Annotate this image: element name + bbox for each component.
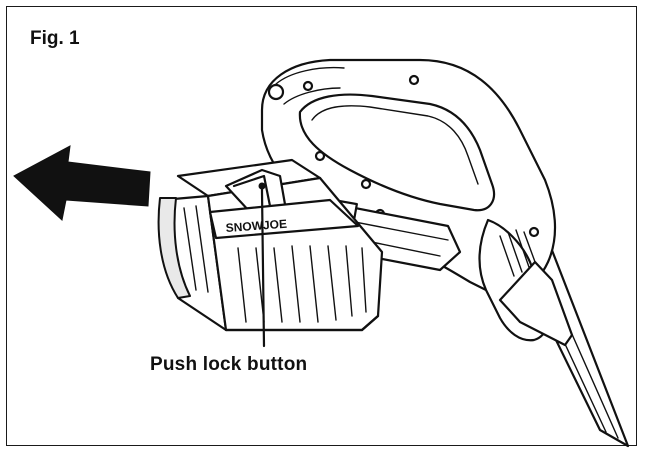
figure-label: Fig. 1 [30,28,80,49]
battery-brand-label: SNOWJOE [225,217,287,235]
tool-handle [260,58,574,347]
callout-leader-dot [258,182,266,190]
arrow-left-icon [13,145,151,221]
battery-pack: SNOWJOE [157,158,384,332]
callout-label: Push lock button [150,354,308,375]
